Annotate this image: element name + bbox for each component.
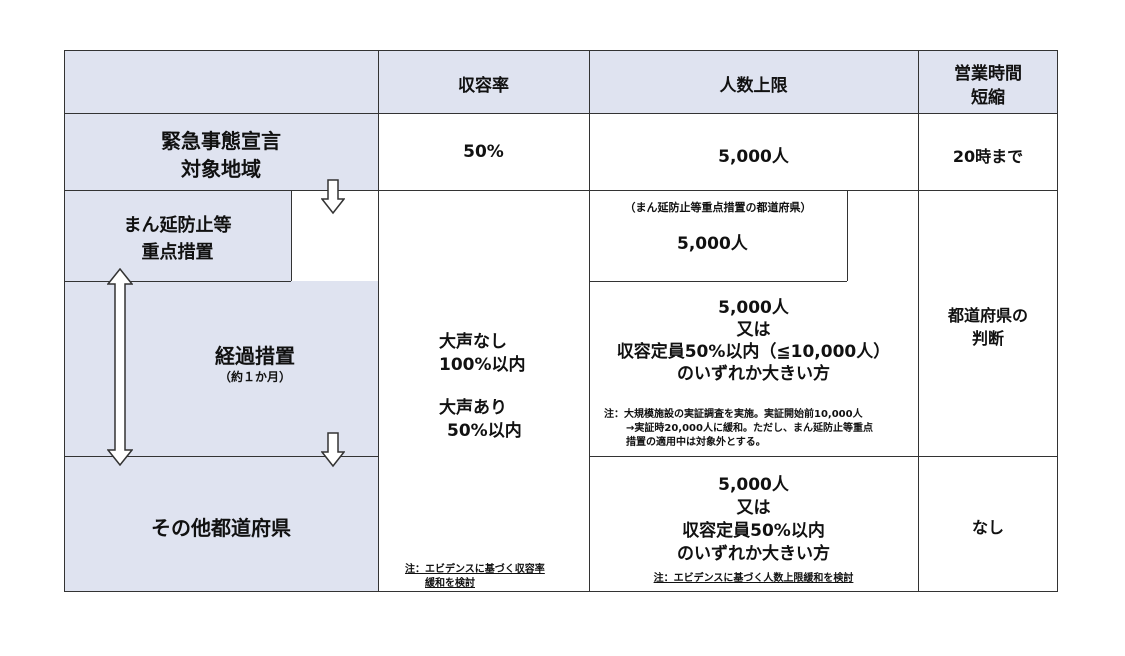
capacity-loud-yes-label: 大声あり xyxy=(439,398,507,418)
down-arrow-icon xyxy=(321,432,345,468)
header-business-hours-line1: 営業時間 xyxy=(954,64,1022,84)
gridline xyxy=(64,113,1058,114)
transition-note-line3: 措置の適用中は対象外とする。 xyxy=(626,437,766,448)
transition-limit-line4: のいずれか大きい方 xyxy=(677,364,830,384)
capacity-loud-yes-value: 50%以内 xyxy=(447,421,522,441)
gridline xyxy=(64,456,378,457)
priority-label-line2: 重点措置 xyxy=(141,242,214,263)
gridline xyxy=(589,50,590,592)
capacity-loud-none-label: 大声なし xyxy=(439,332,507,352)
other-label-fill xyxy=(64,456,378,591)
other-hours: なし xyxy=(971,518,1004,537)
other-limit-note: 注：エビデンスに基づく人数上限緩和を検討 xyxy=(653,573,854,584)
capacity-note-line1: 注：エビデンスに基づく収容率 xyxy=(405,564,545,575)
emergency-label-line1: 緊急事態宣言 xyxy=(161,129,281,153)
emergency-hours: 20時まで xyxy=(952,147,1024,166)
transition-limit-line1: 5,000人 xyxy=(718,298,789,318)
emergency-label-fill xyxy=(64,113,378,190)
other-limit-line2: 又は xyxy=(736,498,771,518)
header-attendance-limit: 人数上限 xyxy=(719,76,788,96)
emergency-label-line2: 対象地域 xyxy=(181,157,261,181)
other-label: その他都道府県 xyxy=(151,516,291,540)
transition-label: 経過措置 xyxy=(215,344,295,368)
gridline xyxy=(847,190,848,281)
transition-sublabel: （約１か月） xyxy=(218,370,291,384)
gridline xyxy=(64,281,291,282)
capacity-loud-none-value: 100%以内 xyxy=(439,355,526,375)
gridline xyxy=(64,190,1058,191)
capacity-note-line2: 緩和を検討 xyxy=(425,578,475,589)
other-limit-line3: 収容定員50%以内 xyxy=(682,521,825,541)
table-outer-border xyxy=(64,50,1058,592)
gridline xyxy=(589,456,1058,457)
hours-prefecture-line2: 判断 xyxy=(971,329,1004,348)
down-arrow-icon xyxy=(321,179,345,215)
gridline xyxy=(918,50,919,592)
priority-limit: 5,000人 xyxy=(677,234,748,254)
header-row-fill xyxy=(64,50,1057,113)
gridline xyxy=(589,281,847,282)
priority-label-fill xyxy=(64,190,291,281)
other-limit-line4: のいずれか大きい方 xyxy=(677,544,830,564)
transition-note-line2: →実証時20,000人に緩和。ただし、まん延防止等重点 xyxy=(626,423,873,434)
gridline xyxy=(291,190,292,281)
double-arrow-icon xyxy=(107,268,133,466)
transition-limit-line3: 収容定員50%以内（≦10,000人） xyxy=(616,342,891,362)
hours-prefecture-line1: 都道府県の xyxy=(947,306,1028,325)
header-capacity-rate: 収容率 xyxy=(458,76,509,96)
other-limit-line1: 5,000人 xyxy=(718,475,789,495)
priority-label-line1: まん延防止等 xyxy=(123,215,232,236)
emergency-capacity: 50% xyxy=(463,142,504,162)
emergency-limit: 5,000人 xyxy=(718,147,789,167)
gridline xyxy=(378,50,379,592)
header-business-hours-line2: 短縮 xyxy=(971,88,1005,108)
transition-limit-line2: 又は xyxy=(736,320,771,340)
transition-note-line1: 注：大規模施設の実証調査を実施。実証開始前10,000人 xyxy=(604,409,863,420)
priority-limit-note: （まん延防止等重点措置の都道府県） xyxy=(624,201,812,214)
